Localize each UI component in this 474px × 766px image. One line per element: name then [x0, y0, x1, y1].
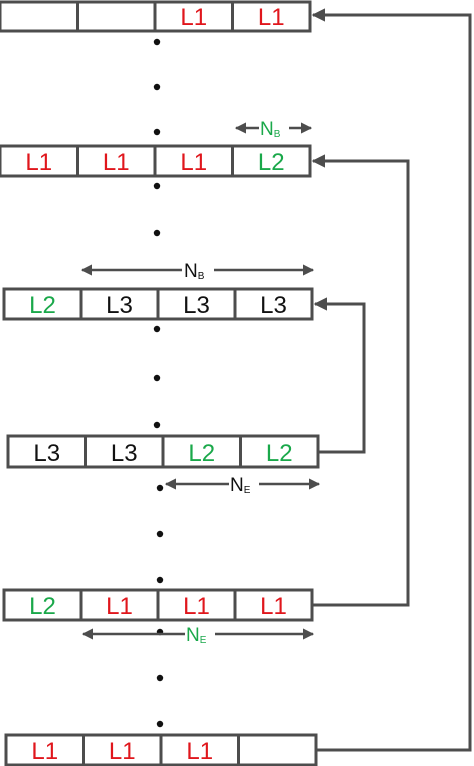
- cell-label: L3: [106, 292, 133, 319]
- cell-label: L1: [109, 738, 136, 765]
- connector-arrow-middle: [311, 154, 410, 607]
- dimension-main: N: [186, 625, 200, 646]
- dimension-label-1: NB: [184, 261, 205, 282]
- label-bg: [229, 474, 259, 494]
- dimension-main: N: [260, 119, 274, 140]
- dimension-main: N: [230, 475, 244, 496]
- ellipsis-dot: [153, 182, 161, 190]
- ellipsis-dot: [153, 374, 161, 382]
- ellipsis-dot: [156, 484, 164, 492]
- cell-label: L1: [25, 149, 52, 176]
- label-bg: [185, 624, 215, 644]
- cell-label: L1: [31, 738, 58, 765]
- dimension-subscript: B: [274, 129, 281, 140]
- dimension-subscript: B: [198, 271, 205, 282]
- dimension-subscript: E: [200, 635, 207, 646]
- ellipsis-dot: [153, 229, 161, 237]
- ellipsis-dot: [153, 325, 161, 333]
- ellipsis-dot: [156, 720, 164, 728]
- cell-label: L1: [180, 149, 207, 176]
- cell-label: L2: [258, 149, 285, 176]
- cell-label: L1: [260, 593, 287, 620]
- cell-label: L3: [183, 292, 210, 319]
- cell-label: L3: [33, 440, 60, 467]
- buffer-row-3: L3 L3 L2 L2: [6, 434, 320, 469]
- connector-arrow-inner: [313, 297, 366, 454]
- connector-arrow-outer: [311, 8, 472, 752]
- ellipsis-dot: [156, 576, 164, 584]
- cell-label: L1: [183, 593, 210, 620]
- ellipsis-dot: [153, 421, 161, 429]
- dimension-subscript: E: [244, 485, 251, 496]
- ellipsis-dot: [156, 674, 164, 682]
- dimension-lines: [80, 122, 321, 640]
- ellipsis-dot: [153, 38, 161, 46]
- cell-label: L2: [29, 593, 56, 620]
- dimension-label-0: NB: [260, 119, 281, 140]
- ellipsis-dot: [156, 530, 164, 538]
- label-bg: [259, 118, 289, 138]
- cell-label: L1: [180, 4, 207, 31]
- cell-label: L3: [111, 440, 138, 467]
- dimension-main: N: [184, 261, 198, 282]
- buffer-row-0: L1 L1: [0, 0, 312, 33]
- buffer-row-4: L2 L1 L1 L1: [2, 588, 314, 622]
- label-bg: [182, 260, 214, 280]
- buffer-row-1: L1 L1 L1 L2: [0, 144, 312, 178]
- cell-label: L1: [106, 593, 133, 620]
- ellipsis-dot: [153, 83, 161, 91]
- cell-label: L1: [103, 149, 130, 176]
- connector-arrows: [311, 8, 472, 752]
- ellipsis-dot: [153, 128, 161, 136]
- cell-label: L2: [29, 292, 56, 319]
- cell-label: L2: [188, 440, 215, 467]
- cell-label: L3: [260, 292, 287, 319]
- cell-label: L1: [186, 738, 213, 765]
- cell-label: L2: [266, 440, 293, 467]
- cell-label: L1: [258, 4, 285, 31]
- ellipsis-dots: [153, 38, 164, 728]
- buffer-row-5: L1 L1 L1: [4, 733, 318, 766]
- buffer-row-2: L2 L3 L3 L3: [2, 287, 314, 321]
- dimension-label-2: NE: [230, 475, 251, 496]
- dimension-label-3: NE: [186, 625, 207, 646]
